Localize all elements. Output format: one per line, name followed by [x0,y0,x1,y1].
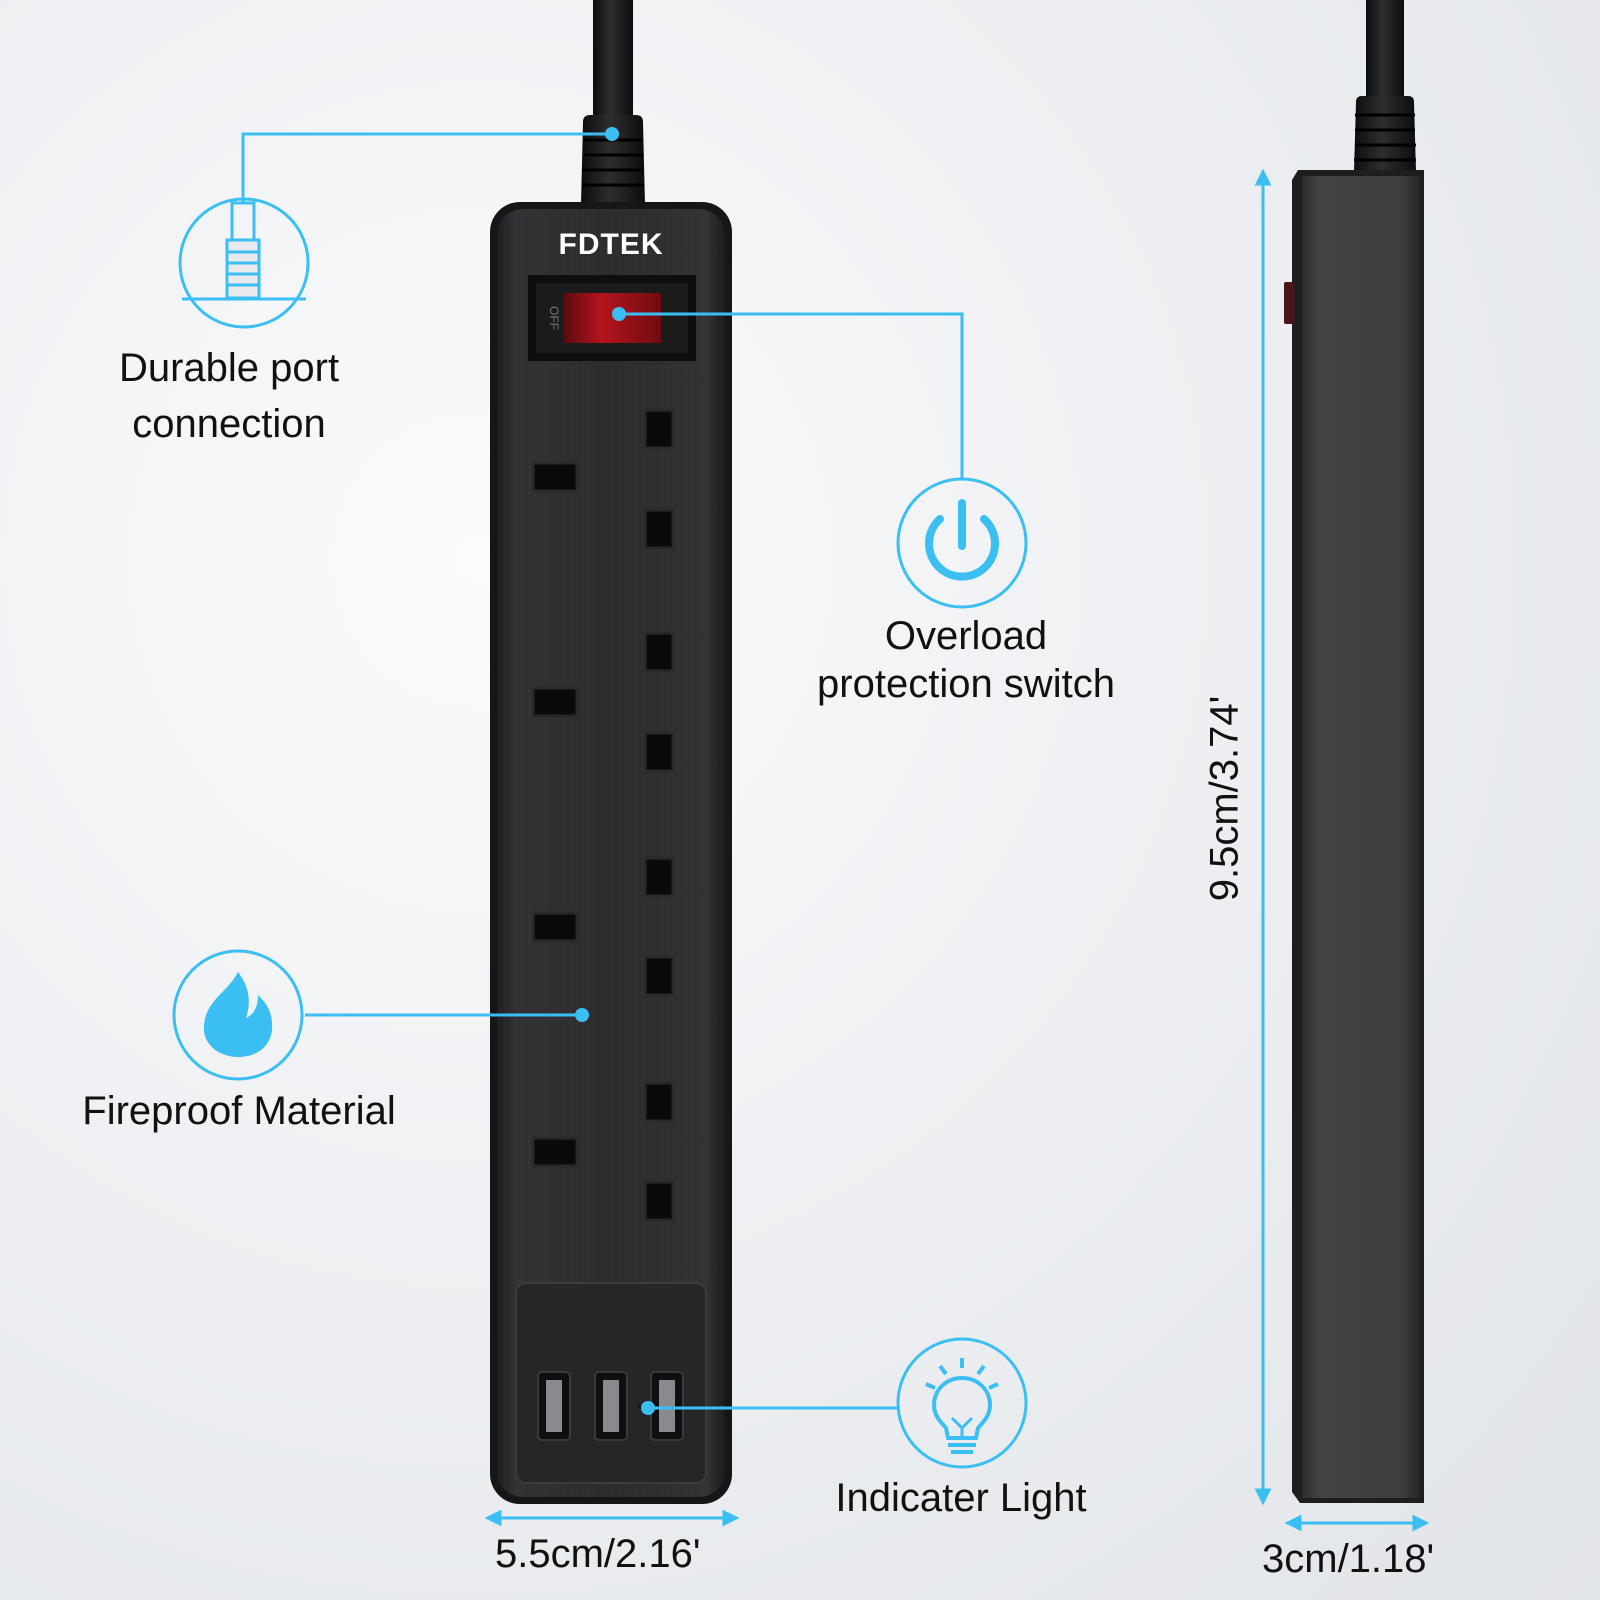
indicator-line1: Indicater Light [835,1476,1087,1520]
durable-port-label: Durable port connection [98,340,360,452]
socket-4 [531,1081,675,1222]
socket-3 [531,856,675,997]
fireproof-line1: Fireproof Material [82,1089,396,1133]
height-dimension-label: 9.5cm/3.74' [1202,695,1247,902]
depth-dimension-arrow [1284,1514,1430,1532]
overload-switch-leader [619,312,964,480]
socket-2 [531,631,675,773]
power-strip-front: FDTEK OFF [490,0,732,1504]
flame-icon [172,949,304,1081]
width-dimension-arrow [484,1509,740,1527]
side-strain-relief [1354,96,1416,172]
brand-logo: FDTEK [559,228,664,261]
width-dimension-label: 5.5cm/2.16' [495,1532,701,1576]
usb-port-3 [650,1371,684,1441]
usb-port-2 [594,1371,628,1441]
overload-switch[interactable]: OFF [528,275,696,361]
power-icon [896,477,1028,609]
durable-port-leader [241,132,612,203]
overload-switch-label: Overload protection switch [796,608,1136,712]
usb-panel [515,1282,707,1484]
switch-off-text: OFF [547,306,561,330]
usb-port-1 [537,1371,571,1441]
fireproof-label: Fireproof Material [58,1083,420,1139]
durable-port-line2: connection [132,402,326,446]
overload-switch-line2: protection switch [817,662,1115,706]
overload-switch-line1: Overload [884,614,1048,658]
side-switch [1284,282,1294,324]
cable-plug-icon [178,197,310,329]
callout-dots [575,127,655,1415]
height-dimension-arrow [1254,168,1272,1506]
depth-dimension-label: 3cm/1.18' [1262,1537,1435,1581]
power-strip-side [1284,0,1424,1503]
indicator-label: Indicater Light [808,1470,1114,1526]
lightbulb-icon [896,1337,1028,1469]
callout-lines [241,132,964,1410]
side-power-cord [1366,0,1404,110]
socket-1 [531,408,675,550]
durable-port-line1: Durable port [118,346,340,390]
